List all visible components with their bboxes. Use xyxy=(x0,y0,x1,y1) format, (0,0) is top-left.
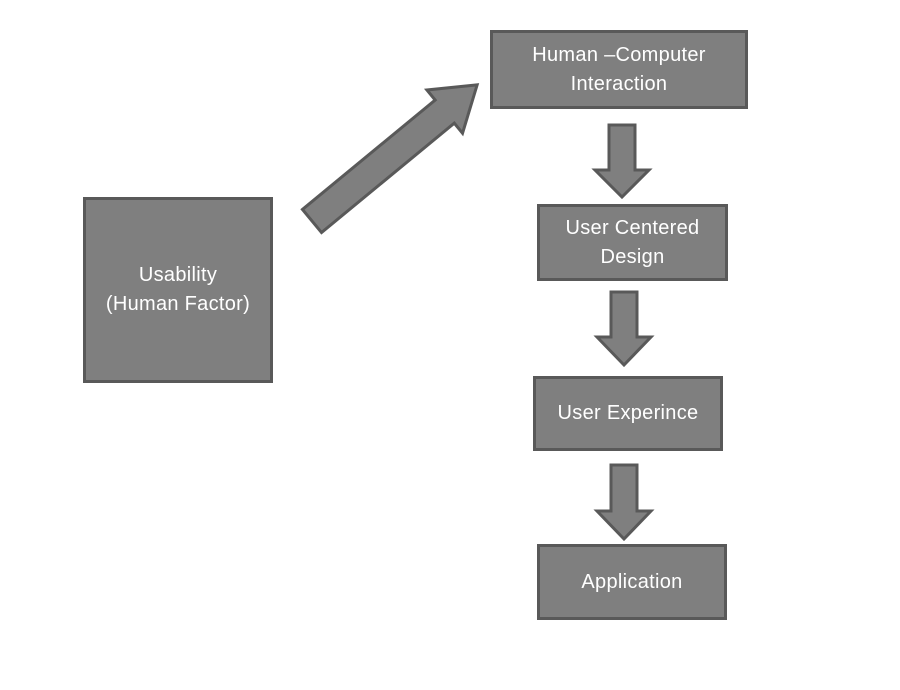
down-arrow-ucd-to-ux xyxy=(593,290,655,368)
node-human-computer-interaction: Human –Computer Interaction xyxy=(490,30,748,109)
node-user-centered-design: User Centered Design xyxy=(537,204,728,281)
node-app-line1: Application xyxy=(581,570,683,593)
node-ucd-line1: User Centered xyxy=(565,216,700,239)
node-ucd-line2: Design xyxy=(600,245,665,268)
down-arrow-hci-to-ucd xyxy=(591,123,653,200)
down-arrow-ux-to-app xyxy=(593,463,655,542)
diagonal-arrow-usability-to-hci xyxy=(300,83,480,235)
node-application: Application xyxy=(537,544,727,620)
node-hci-line2: Interaction xyxy=(570,72,668,95)
node-usability-line1: Usability xyxy=(138,264,218,286)
node-user-experince: User Experince xyxy=(533,376,723,451)
node-ux-line1: User Experince xyxy=(557,402,699,424)
node-usability-line2: (Human Factor) xyxy=(105,293,251,315)
node-usability: Usability (Human Factor) xyxy=(83,197,273,383)
node-hci-line1: Human –Computer xyxy=(532,43,706,66)
